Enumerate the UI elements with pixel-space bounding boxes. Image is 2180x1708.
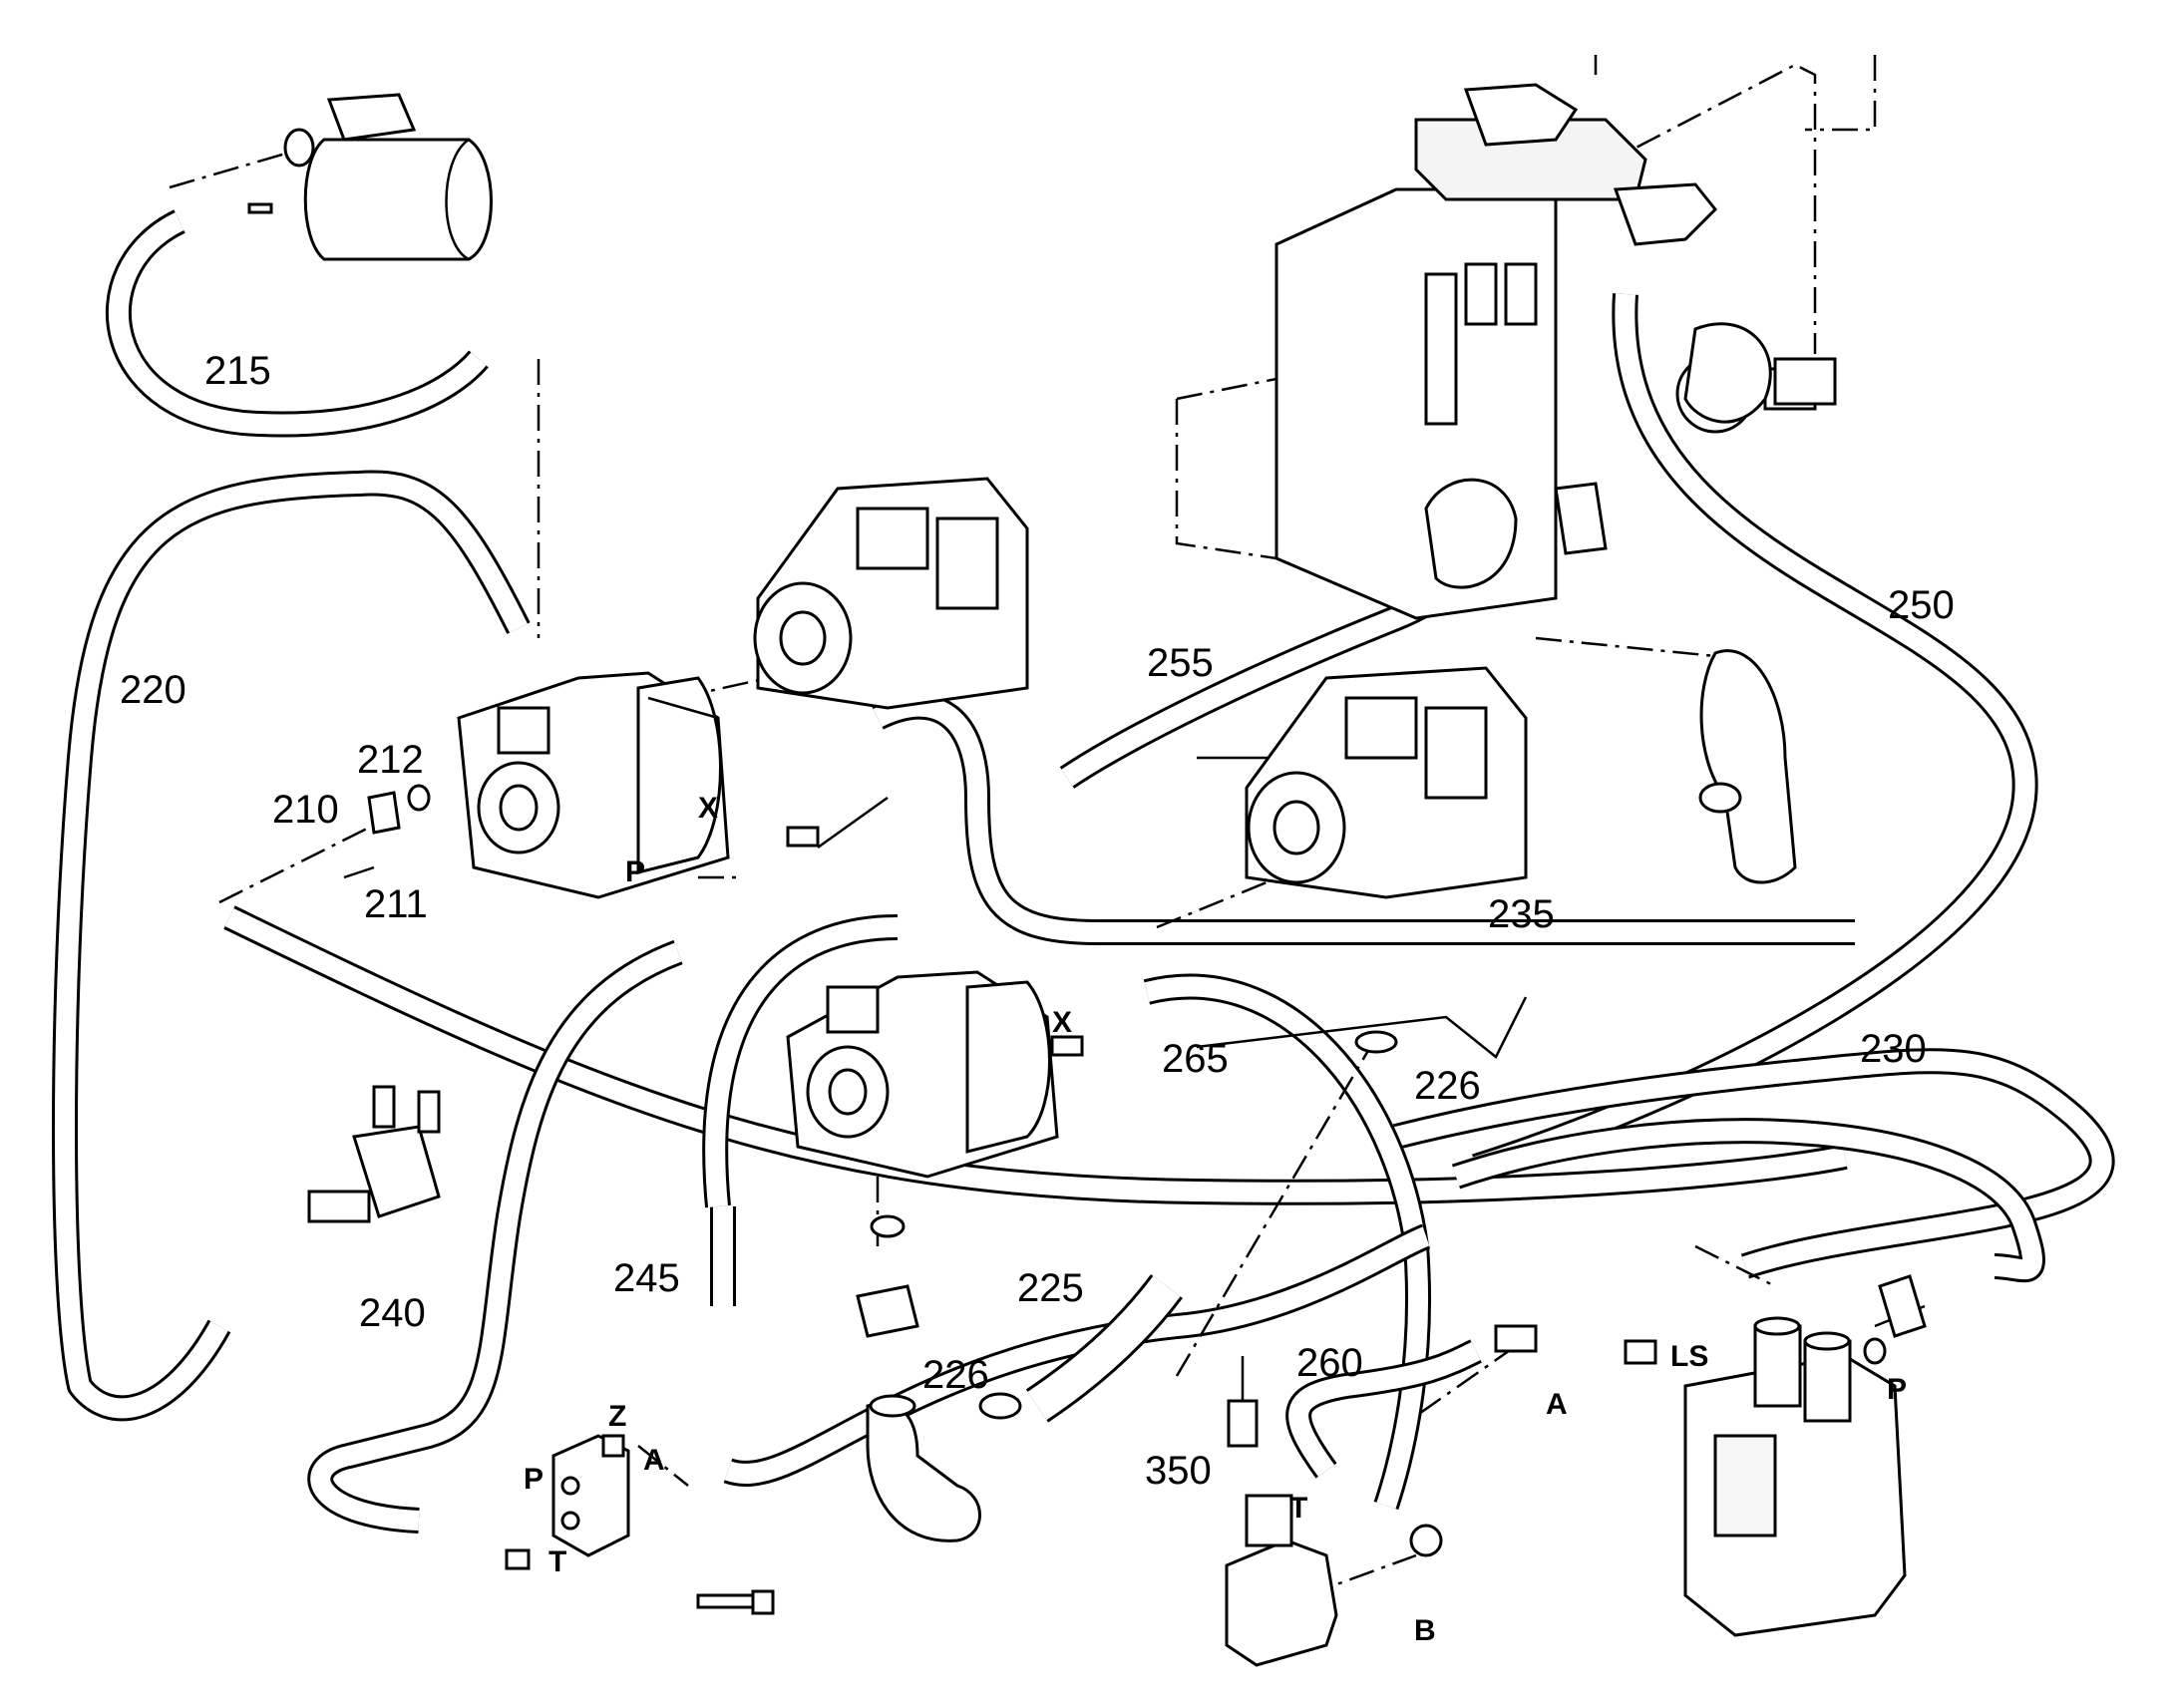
port-p-upper: P [625,855,645,888]
hose-230 [1392,1048,2115,1279]
callout-240: 240 [359,1291,426,1335]
port-a-solenoid: A [1546,1388,1568,1421]
callout-210: 210 [272,788,339,832]
plug-t [505,1548,531,1570]
fittings [343,322,1927,1615]
fitting-b [1409,1524,1443,1557]
hose-245-loop [702,914,899,1208]
flange-half-p [1863,1274,1927,1365]
hose-225-sleeve [1025,1273,1183,1423]
callout-220: 220 [120,668,186,712]
port-t-manifold: T [548,1545,566,1578]
hydraulic-pump-2 [753,477,1029,710]
flange-top-right [1683,322,1837,424]
clamp-210 [367,791,401,835]
fitting-x1 [786,826,820,848]
bolt-211 [343,865,375,879]
fitting-a2 [1494,1324,1538,1353]
directional-valve [1683,1316,1907,1637]
callout-230: 230 [1860,1027,1927,1071]
hydraulic-pump-4 [786,970,1059,1179]
hose-265 [1143,973,1431,1511]
hose-220 [52,470,531,1422]
bolt-bottom [696,1589,775,1615]
hose-clamp-226b [978,1392,1022,1420]
callout-265: 265 [1162,1037,1229,1081]
callout-numbers: 215 220 212 210 211 255 250 235 230 226 … [120,349,1955,1493]
port-ls: LS [1670,1340,1708,1373]
solenoid-valve [1225,1356,1338,1667]
callout-245: 245 [613,1256,680,1300]
hydraulic-pump-3 [1245,666,1528,899]
hose-215 [106,209,489,438]
hose-clamp-226a [1354,1030,1398,1054]
hose-260 [1285,1339,1482,1479]
elbow-fitting [1698,649,1797,884]
callout-250: 250 [1888,583,1955,627]
assembly-lines [169,55,1926,1597]
port-b: B [1414,1614,1436,1647]
port-z: Z [608,1400,626,1433]
control-valve-block [1175,63,1817,620]
callout-212: 212 [357,738,424,782]
flange-elbow [856,1214,981,1542]
port-x-upper: X [698,792,718,825]
callout-260: 260 [1296,1341,1363,1385]
hose-230-b [1451,1118,2045,1283]
port-a-manifold: A [643,1444,665,1477]
port-p-manifold: P [524,1463,544,1496]
callout-226-upper: 226 [1414,1064,1481,1108]
callout-255: 255 [1147,641,1214,685]
port-labels: X P X Z P A T T A B LS P [524,792,1907,1647]
hydraulic-pump-1 [457,671,730,899]
fitting-ls [1624,1339,1657,1365]
callout-225: 225 [1017,1266,1084,1310]
fitting-x2 [1050,1035,1084,1057]
o-ring-212 [407,784,431,812]
hose-240 [307,939,683,1534]
port-p-valve: P [1887,1373,1907,1406]
port-t-solenoid: T [1289,1492,1307,1525]
filter-housing [247,93,493,261]
manifold-block [551,1434,630,1557]
callout-235: 235 [1488,892,1555,936]
hose-235 [223,905,1848,1205]
hose-235-upper [872,693,1855,945]
small-valve-block [307,1085,441,1223]
callout-211: 211 [364,882,428,926]
callout-350: 350 [1145,1449,1212,1493]
callout-215: 215 [204,349,271,393]
port-x-lower: X [1052,1006,1072,1039]
callout-226-lower: 226 [922,1353,989,1397]
